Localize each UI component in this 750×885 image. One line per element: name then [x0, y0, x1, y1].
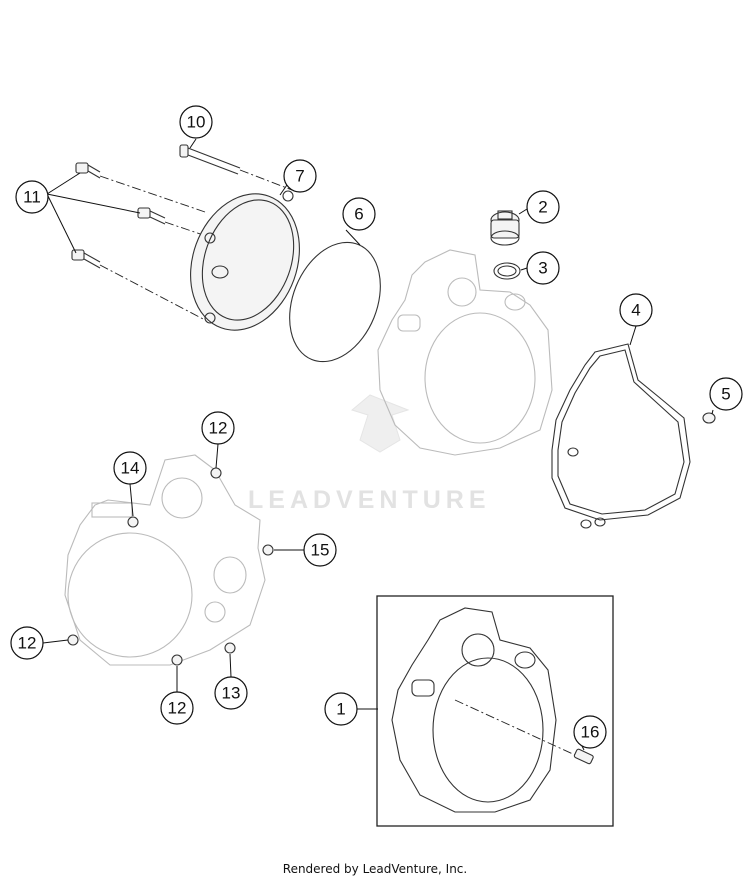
bolts-short-part: [71, 162, 213, 321]
svg-text:2: 2: [538, 198, 547, 217]
callout-14: 14: [113, 451, 147, 485]
callout-15: 15: [303, 533, 337, 567]
watermark-text: LEADVENTURE: [248, 486, 491, 514]
callout-10: 10: [179, 105, 213, 139]
o-ring-part: [289, 241, 381, 363]
callout-16: 16: [573, 715, 607, 749]
svg-text:1: 1: [336, 700, 345, 719]
svg-text:14: 14: [121, 459, 140, 478]
callout-11: 11: [15, 180, 49, 214]
svg-text:12: 12: [168, 699, 187, 718]
callout-13: 13: [214, 676, 248, 710]
dowel-pin-part: [702, 412, 716, 424]
svg-text:15: 15: [311, 541, 330, 560]
clutch-housing-part: [377, 249, 553, 456]
callout-12-bottom: 12: [160, 691, 194, 725]
svg-text:3: 3: [538, 259, 547, 278]
callout-12-top: 12: [201, 411, 235, 445]
sealing-washers-part: [67, 467, 274, 666]
callout-3: 3: [526, 251, 560, 285]
footer-credit: Rendered by LeadVenture, Inc.: [282, 862, 468, 876]
svg-text:12: 12: [209, 419, 228, 438]
callout-12-left: 12: [10, 626, 44, 660]
callout-5: 5: [709, 377, 743, 411]
callout-2: 2: [526, 190, 560, 224]
bolt-long-part: [179, 144, 293, 191]
plug-cap-part: [490, 210, 520, 246]
callout-1: 1: [324, 692, 358, 726]
svg-text:12: 12: [18, 634, 37, 653]
cover-gasket-part: [551, 343, 691, 529]
svg-text:13: 13: [222, 684, 241, 703]
housing-assembly-complete-part: [391, 607, 594, 813]
sealing-ring-part: [493, 262, 521, 280]
svg-text:7: 7: [295, 167, 304, 186]
svg-text:10: 10: [187, 113, 206, 132]
leadventure-watermark: LEADVENTURE: [248, 394, 491, 514]
svg-text:16: 16: [581, 723, 600, 742]
callout-4: 4: [619, 293, 653, 327]
assembly-frame: [376, 595, 614, 827]
callout-6: 6: [342, 197, 376, 231]
svg-text:6: 6: [354, 205, 363, 224]
svg-text:4: 4: [631, 301, 640, 320]
housing-assembly-view: [64, 454, 266, 666]
callout-7: 7: [283, 159, 317, 193]
svg-text:5: 5: [721, 385, 730, 404]
clutch-cover-part: [190, 190, 300, 331]
svg-text:11: 11: [23, 188, 41, 207]
